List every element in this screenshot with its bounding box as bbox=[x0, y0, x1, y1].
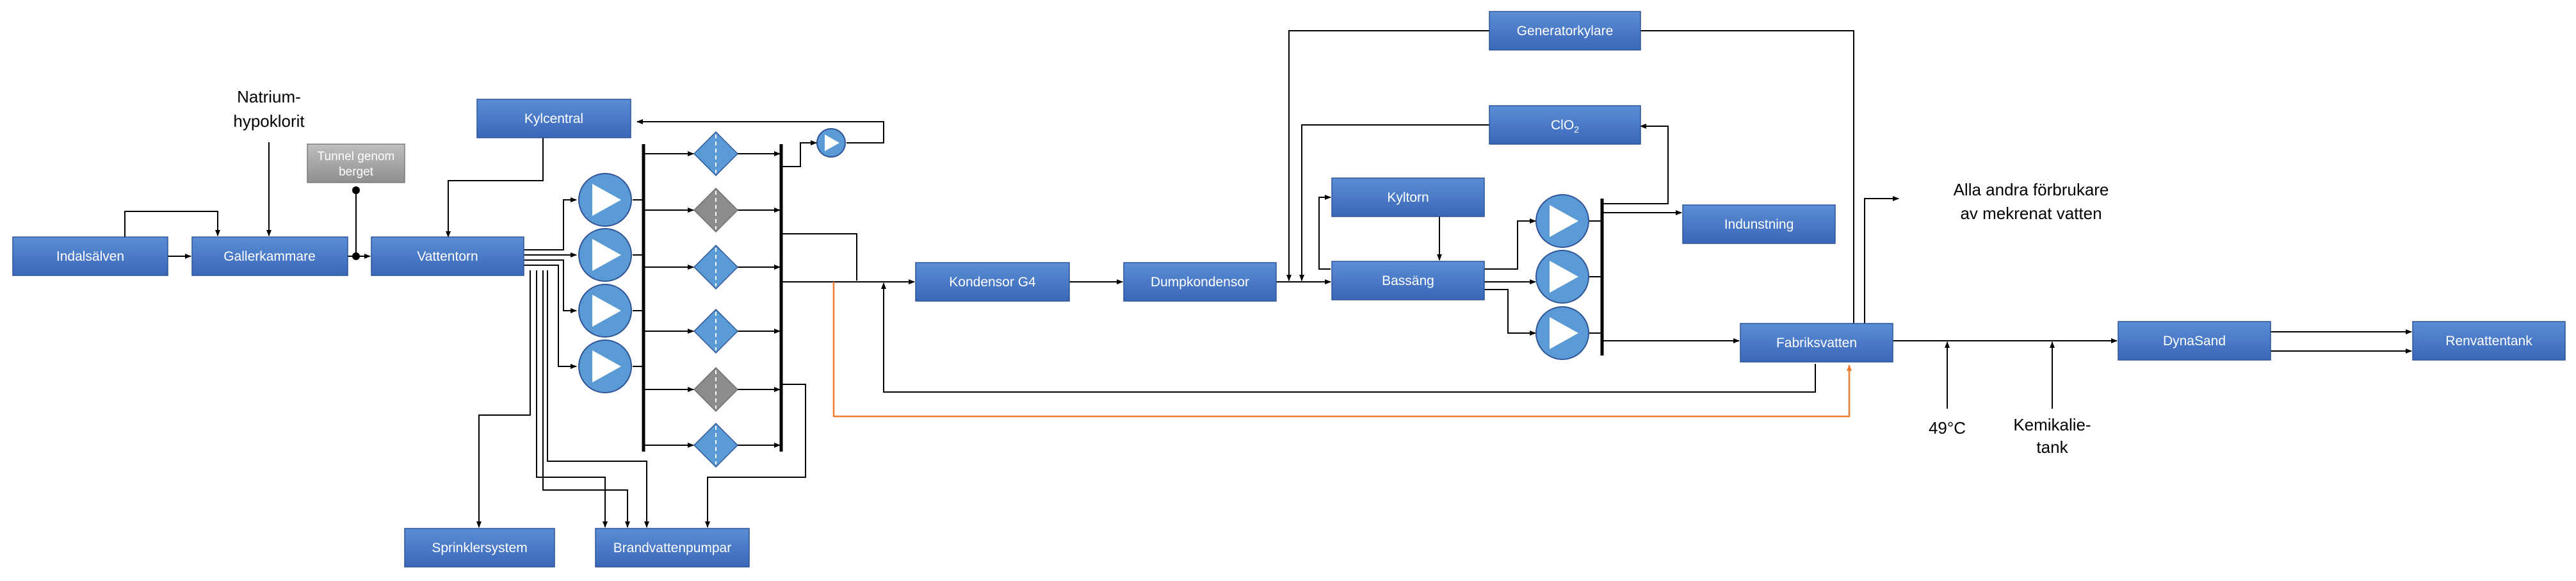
flow-line bbox=[547, 270, 649, 528]
box-dumpkondensor[interactable]: Dumpkondensor bbox=[1123, 262, 1277, 302]
centrifugal-pump-icon bbox=[1535, 194, 1589, 248]
box-label: Generatorkylare bbox=[1517, 24, 1614, 38]
pumps bbox=[578, 128, 1589, 393]
centrifugal-pump-icon bbox=[1535, 250, 1589, 304]
flow-line bbox=[536, 270, 608, 528]
flow-line bbox=[1603, 124, 1669, 204]
box-label: ClO2 bbox=[1551, 118, 1579, 135]
clo2-label: ClO bbox=[1551, 118, 1574, 133]
filter-valve-icon bbox=[693, 366, 739, 413]
centrifugal-pump-icon bbox=[816, 128, 846, 158]
junction-dot-icon bbox=[352, 186, 360, 194]
box-sprinklersystem[interactable]: Sprinklersystem bbox=[404, 528, 555, 568]
flow-line bbox=[524, 265, 577, 369]
box-label: Kylcentral bbox=[524, 111, 583, 126]
flow-line bbox=[636, 119, 884, 143]
box-kylcentral[interactable]: Kylcentral bbox=[476, 99, 631, 138]
box-label: Vattentorn bbox=[417, 249, 478, 264]
flow-line bbox=[1318, 195, 1331, 270]
box-label: Bassäng bbox=[1382, 274, 1434, 288]
box-fabriksvatten[interactable]: Fabriksvatten bbox=[1740, 323, 1893, 363]
flow-line bbox=[1484, 218, 1536, 270]
alla-andra-label-line2: av mekrenat vatten bbox=[1960, 204, 2102, 223]
box-vattentorn[interactable]: Vattentorn bbox=[371, 236, 524, 276]
flow-line bbox=[446, 138, 544, 238]
flow-line bbox=[1299, 124, 1489, 281]
filters bbox=[693, 131, 739, 468]
orange-flow-line bbox=[832, 282, 1852, 418]
box-clo2[interactable]: ClO2 bbox=[1489, 105, 1641, 145]
centrifugal-pump-icon bbox=[1535, 306, 1589, 360]
centrifugal-pump-icon bbox=[578, 228, 632, 282]
free-labels: Natrium- hypoklorit Alla andra förbrukar… bbox=[233, 87, 2109, 457]
box-label: Kyltorn bbox=[1387, 190, 1429, 205]
flow-line bbox=[124, 211, 220, 237]
box-renvattentank[interactable]: Renvattentank bbox=[2412, 321, 2566, 361]
flow-line bbox=[782, 140, 817, 167]
flow-line bbox=[524, 197, 577, 250]
flow-line bbox=[476, 270, 531, 528]
box-label: Gallerkammare bbox=[223, 249, 316, 264]
junctions bbox=[352, 186, 360, 260]
junction-dot-icon bbox=[352, 252, 360, 260]
box-label: Indunstning bbox=[1724, 217, 1794, 232]
box-indunstning[interactable]: Indunstning bbox=[1682, 204, 1836, 244]
filter-valve-icon bbox=[693, 187, 739, 233]
kemikalie-label-line1: Kemikalie- bbox=[2013, 415, 2091, 434]
centrifugal-pump-icon bbox=[578, 340, 632, 393]
alla-andra-label-line1: Alla andra förbrukare bbox=[1954, 180, 2109, 199]
flow-line bbox=[1484, 289, 1536, 336]
box-gallerkammare[interactable]: Gallerkammare bbox=[191, 236, 348, 276]
filter-valve-icon bbox=[693, 131, 739, 177]
box-brandvattenpumpar[interactable]: Brandvattenpumpar bbox=[595, 528, 750, 568]
box-label: Kondensor G4 bbox=[949, 275, 1036, 290]
tunnel-label-line1: Tunnel genom bbox=[318, 150, 395, 163]
box-label: Indalsälven bbox=[56, 249, 124, 264]
tunnel-label-line2: berget bbox=[339, 165, 374, 179]
flow-line bbox=[524, 259, 577, 313]
header-bars bbox=[642, 144, 1604, 452]
box-kondensor-g4[interactable]: Kondensor G4 bbox=[915, 262, 1070, 302]
temperature-label: 49°C bbox=[1929, 418, 1966, 438]
filter-valve-icon bbox=[693, 244, 739, 290]
filter-valve-icon bbox=[693, 308, 739, 354]
box-generatorkylare[interactable]: Generatorkylare bbox=[1489, 11, 1641, 51]
box-kyltorn[interactable]: Kyltorn bbox=[1331, 177, 1485, 217]
natrium-label-line2: hypoklorit bbox=[233, 111, 305, 131]
flow-line bbox=[1864, 196, 1899, 333]
centrifugal-pump-icon bbox=[578, 284, 632, 338]
natrium-label-line1: Natrium- bbox=[237, 87, 301, 106]
centrifugal-pump-icon bbox=[578, 173, 632, 227]
flow-line bbox=[782, 233, 857, 281]
box-tunnel-genom-berget[interactable]: Tunnel genom berget bbox=[307, 143, 405, 183]
process-boxes: Indalsälven Gallerkammare Vattentorn Kyl… bbox=[12, 11, 2566, 568]
kemikalie-label-line2: tank bbox=[2036, 438, 2068, 457]
clo2-subscript: 2 bbox=[1574, 124, 1579, 135]
box-bassang[interactable]: Bassäng bbox=[1331, 261, 1485, 300]
box-label: Dumpkondensor bbox=[1151, 275, 1249, 290]
box-label: Fabriksvatten bbox=[1776, 336, 1857, 350]
box-label: Sprinklersystem bbox=[432, 541, 527, 555]
flow-line bbox=[705, 384, 806, 528]
box-label: Renvattentank bbox=[2445, 334, 2532, 348]
flow-lines bbox=[124, 30, 2412, 528]
filter-valve-icon bbox=[693, 422, 739, 468]
flow-line bbox=[1286, 30, 1489, 281]
flow-line bbox=[881, 282, 1816, 393]
box-label: Brandvattenpumpar bbox=[613, 541, 731, 555]
box-indalsalven[interactable]: Indalsälven bbox=[12, 236, 168, 276]
box-dynasand[interactable]: DynaSand bbox=[2118, 321, 2271, 361]
box-label: DynaSand bbox=[2163, 334, 2226, 348]
flow-line bbox=[542, 270, 630, 528]
